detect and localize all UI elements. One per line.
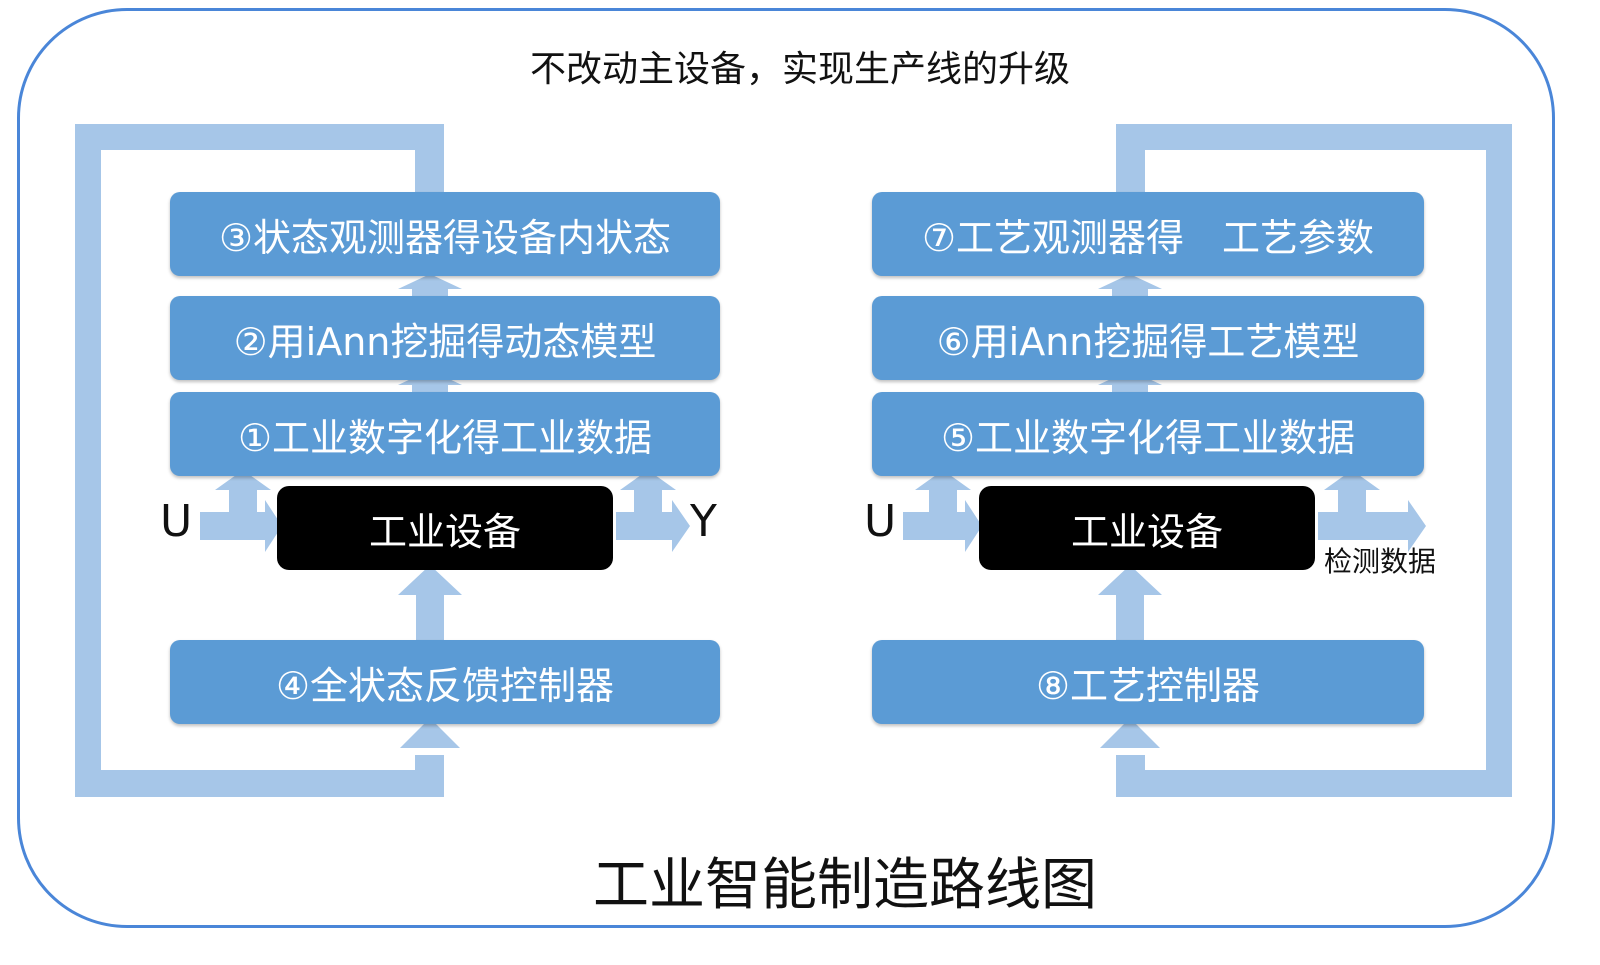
right-arrow-5-6 [1098, 370, 1162, 392]
right-box-digitization: ⑤工业数字化得工业数据 [872, 392, 1424, 476]
right-output-arrow [1318, 470, 1426, 552]
right-box-process-model: ⑥用iAnn挖掘得工艺模型 [872, 296, 1424, 380]
right-industrial-device: 工业设备 [979, 486, 1315, 570]
diagram-title: 不改动主设备，实现生产线的升级 [529, 49, 1070, 90]
left-input-label: U [160, 496, 193, 547]
left-output-label: Y [690, 496, 717, 547]
right-box-process-observer: ⑦工艺观测器得 工艺参数 [872, 192, 1424, 276]
left-box-dynamic-model: ②用iAnn挖掘得动态模型 [170, 296, 720, 380]
left-box-state-observer: ③状态观测器得设备内状态 [170, 192, 720, 276]
right-input-arrow [903, 470, 982, 552]
left-box-feedback-controller: ④全状态反馈控制器 [170, 640, 720, 724]
left-output-arrow [616, 470, 690, 552]
right-output-label: 检测数据 [1324, 545, 1437, 578]
outer-frame [17, 8, 1555, 928]
right-arrow-to-box8 [1100, 718, 1160, 748]
right-arrow-control [1098, 565, 1162, 640]
left-arrow-control [398, 565, 462, 640]
left-box-digitization: ①工业数字化得工业数据 [170, 392, 720, 476]
left-industrial-device: 工业设备 [277, 486, 613, 570]
left-input-arrow [200, 470, 282, 552]
left-arrow-2-3 [398, 274, 462, 296]
right-arrow-6-7 [1098, 274, 1162, 296]
left-arrow-to-box4 [400, 718, 460, 748]
right-box-process-controller: ⑧工艺控制器 [872, 640, 1424, 724]
right-input-label: U [864, 496, 897, 547]
diagram-caption: 工业智能制造路线图 [593, 853, 1097, 918]
left-arrow-1-2 [398, 370, 462, 392]
